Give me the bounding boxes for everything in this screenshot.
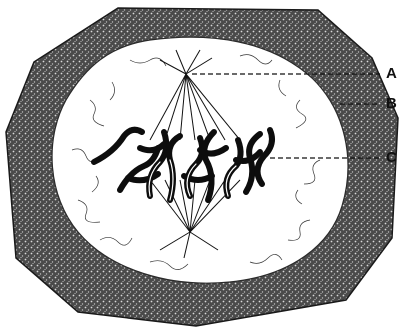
label-a: A — [386, 66, 397, 81]
label-c: C — [386, 150, 397, 165]
label-b: B — [386, 96, 397, 111]
